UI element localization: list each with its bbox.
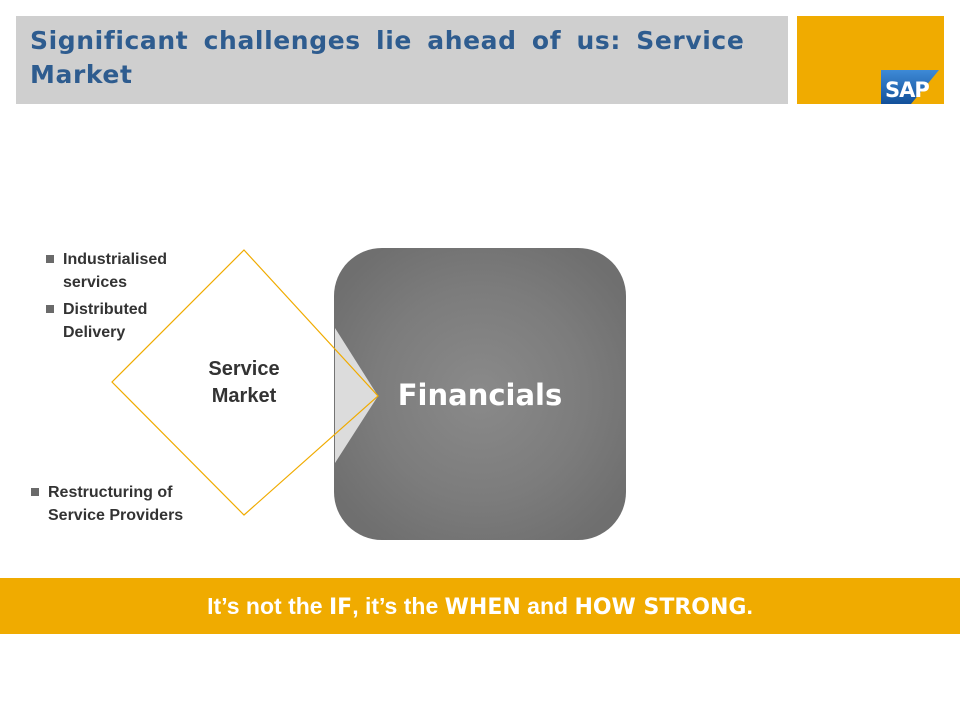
service-market-diamond xyxy=(111,249,379,516)
banner-text-part4: . xyxy=(746,593,753,619)
bullet-item-restructuring: Restructuring of Service Providers xyxy=(31,481,221,527)
service-market-label: Service Market xyxy=(188,356,300,410)
logo-panel: SAP xyxy=(797,16,944,104)
bullet-text: Delivery xyxy=(63,324,126,341)
diamond-arrow-tip xyxy=(335,328,378,463)
banner-emphasis-if: IF xyxy=(328,595,353,620)
bullet-item-industrialised-services: Industrialised services xyxy=(46,248,196,294)
financials-block xyxy=(334,248,626,540)
bullet-text: Service Providers xyxy=(48,507,184,524)
sap-logo-text: SAP xyxy=(885,78,929,102)
slide-title: Significant challenges lie ahead of us: … xyxy=(30,26,745,89)
service-market-label-line2: Market xyxy=(211,385,277,407)
bullet-text: services xyxy=(63,274,128,291)
bullet-item-distributed-delivery: Distributed Delivery xyxy=(46,298,196,344)
bullet-list-bottom: Restructuring of Service Providers xyxy=(31,481,221,531)
financials-label: Financials xyxy=(397,378,563,412)
bottom-banner: It’s not the IF, it’s the WHEN and HOW S… xyxy=(0,578,960,634)
banner-text-part3: and xyxy=(520,593,575,619)
bullet-list-top: Industrialised services Distributed Deli… xyxy=(46,248,196,348)
bullet-text: Industrialised xyxy=(63,251,168,268)
banner-text-part1: It’s not the xyxy=(207,593,329,619)
banner-emphasis-how-strong: HOW STRONG xyxy=(574,595,747,620)
bullet-text: Distributed xyxy=(63,301,148,318)
title-bar: Significant challenges lie ahead of us: … xyxy=(16,16,788,104)
sap-logo: SAP xyxy=(881,70,939,104)
banner-emphasis-when: WHEN xyxy=(444,595,521,620)
bullet-text: Restructuring of xyxy=(48,484,173,501)
service-market-label-line1: Service xyxy=(208,358,280,380)
banner-text-part2: , it’s the xyxy=(352,593,445,619)
